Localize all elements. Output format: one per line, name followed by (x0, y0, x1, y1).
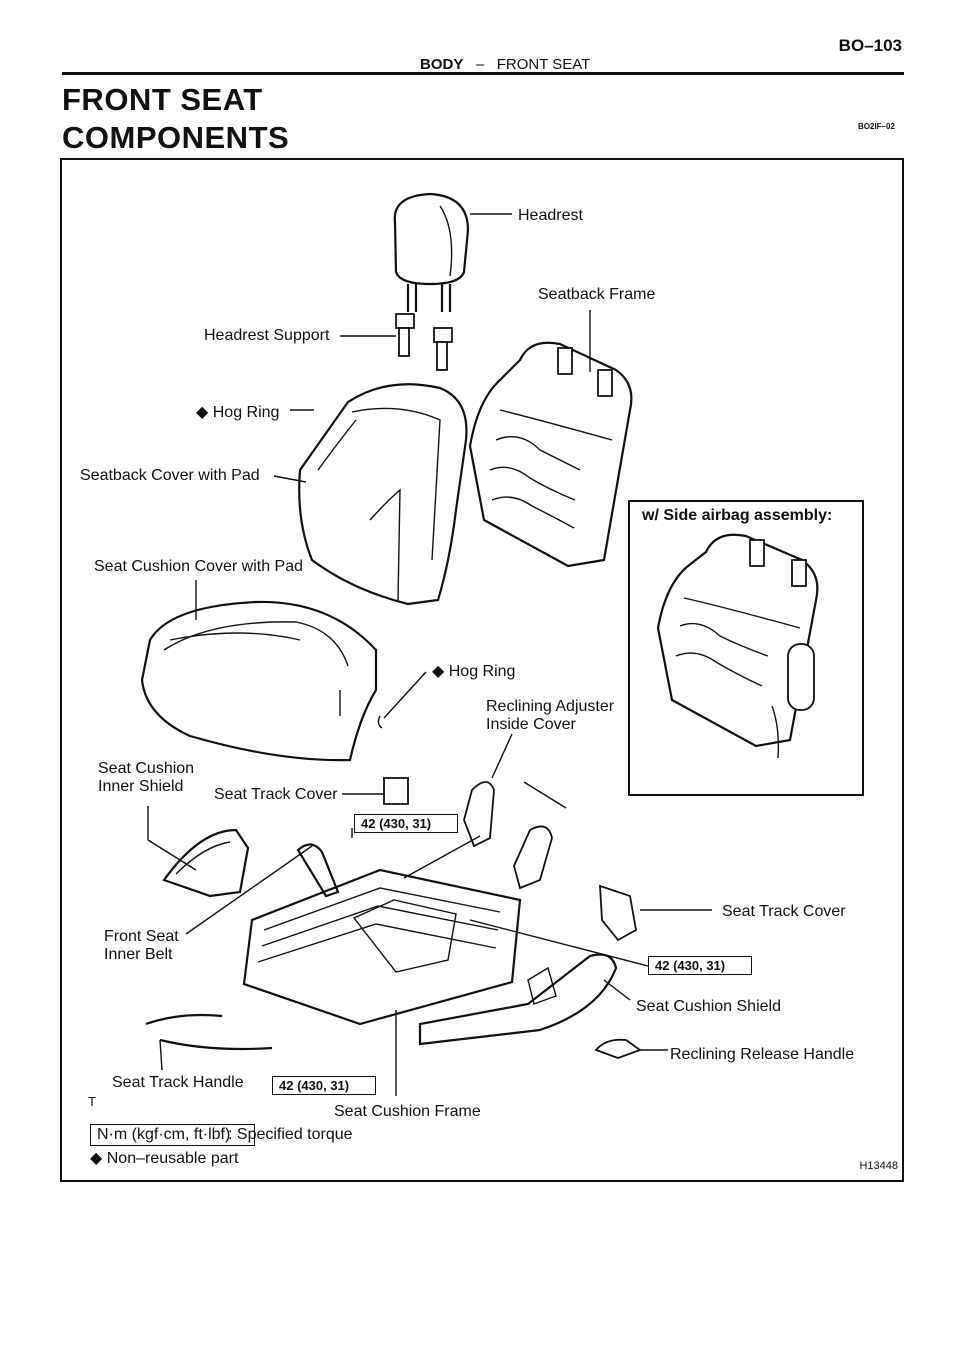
side-airbag-inset (628, 500, 864, 796)
hog-ring-mid-drawing (377, 671, 427, 729)
torque-box-1: 42 (430, 31) (354, 814, 459, 833)
label-front-seat-inner-2: Inner Belt (104, 946, 173, 963)
section-main: BODY (420, 56, 464, 73)
header-rule (62, 72, 904, 75)
seat-cushion-frame-drawing (242, 835, 522, 1096)
reclining-release-handle-drawing (594, 1038, 668, 1059)
seat-cushion-shield-drawing (418, 953, 631, 1046)
diagram-frame (60, 158, 904, 1182)
label-headrest-support: Headrest Support (204, 327, 330, 344)
label-seatback-cover: Seatback Cover with Pad (80, 467, 260, 484)
seatback-cover-drawing (273, 383, 468, 606)
figure-id: H13448 (859, 1160, 898, 1172)
label-front-seat-inner-1: Front Seat (104, 928, 179, 945)
section-title: COMPONENTS (62, 120, 290, 155)
reclining-adjuster-inside-cover-drawing (463, 733, 567, 890)
label-reclining-adjuster-1: Reclining Adjuster (486, 698, 615, 715)
seat-track-cover-left-drawing (342, 777, 409, 805)
torque-box-3: 42 (430, 31) (272, 1076, 377, 1095)
inset-seatback-frame-drawing (656, 533, 819, 759)
label-headrest: Headrest (518, 207, 583, 224)
torque-box-2: 42 (430, 31) (648, 956, 753, 975)
seat-cushion-inner-shield-drawing (147, 806, 250, 898)
label-seat-cushion-shield: Seat Cushion Shield (636, 998, 781, 1015)
label-hog-ring-top: ◆ Hog Ring (196, 404, 280, 421)
label-seat-cushion-inner-1: Seat Cushion (98, 760, 195, 777)
legend-non-reusable: ◆ Non–reusable part (90, 1150, 239, 1167)
label-seat-track-cover-right: Seat Track Cover (722, 903, 846, 920)
seatback-frame-drawing (468, 310, 633, 568)
page-code: BO–103 (838, 36, 902, 55)
page-title: FRONT SEAT (62, 82, 263, 117)
label-seatback-frame: Seatback Frame (538, 286, 656, 303)
section-sub: FRONT SEAT (496, 56, 591, 73)
label-seat-cushion-frame: Seat Cushion Frame (334, 1103, 481, 1120)
legend-unit-text: : Specified torque (228, 1126, 353, 1143)
legend-tee: T (88, 1094, 96, 1109)
headrest-support-drawing (340, 313, 453, 371)
label-reclining-adjuster-2: Inside Cover (486, 716, 576, 733)
section-header: BODY – FRONT SEAT (420, 56, 590, 73)
headrest-drawing (393, 192, 512, 312)
label-seat-cushion-inner-2: Inner Shield (98, 778, 184, 795)
inset-title: w/ Side airbag assembly: (642, 507, 833, 524)
seat-track-cover-right-drawing (599, 884, 712, 942)
legend-unit-box: N·m (kgf·cm, ft·lbf) (90, 1124, 256, 1146)
label-seat-cushion-cover: Seat Cushion Cover with Pad (94, 558, 303, 575)
section-dash: – (475, 56, 485, 73)
front-seat-inner-belt-drawing (185, 843, 340, 935)
label-seat-track-handle: Seat Track Handle (112, 1074, 244, 1091)
label-reclining-release-handle: Reclining Release Handle (670, 1046, 855, 1063)
doc-id: BO2IF–02 (858, 122, 895, 131)
label-seat-track-cover-left: Seat Track Cover (214, 786, 338, 803)
seat-track-handle-drawing (145, 1013, 273, 1071)
torque-leader-right (469, 919, 649, 967)
label-hog-ring-mid: ◆ Hog Ring (432, 663, 516, 680)
seat-cushion-cover-drawing (140, 580, 378, 762)
